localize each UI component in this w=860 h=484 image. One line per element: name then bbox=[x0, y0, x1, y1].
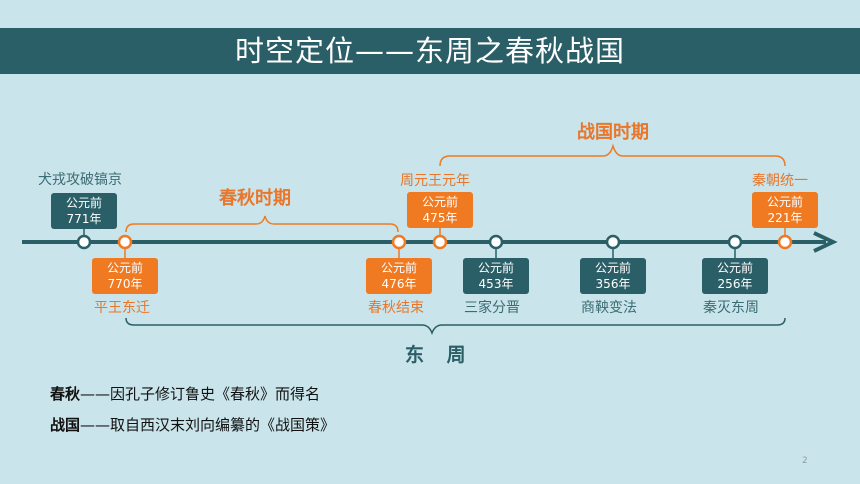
year-prefix: 公元前 bbox=[594, 261, 631, 275]
note-term: 战国 bbox=[50, 416, 81, 434]
year-value: 221年 bbox=[767, 211, 803, 225]
note-spring-autumn: 春秋——因孔子修订鲁史《春秋》而得名 bbox=[50, 383, 320, 404]
year-prefix: 公元前 bbox=[65, 196, 102, 210]
year-value: 771年 bbox=[66, 212, 102, 226]
node-356 bbox=[605, 234, 621, 250]
year-box-256: 公元前 256年 bbox=[702, 258, 768, 294]
event-label-770: 平王东迁 bbox=[94, 300, 150, 316]
year-prefix: 公元前 bbox=[766, 195, 803, 209]
year-value: 256年 bbox=[717, 277, 753, 291]
year-value: 476年 bbox=[381, 277, 417, 291]
event-label-221: 秦朝统一 bbox=[752, 173, 808, 189]
eastern-zhou-label: 东 周 bbox=[405, 344, 474, 366]
year-value: 770年 bbox=[107, 277, 143, 291]
year-box-453: 公元前 453年 bbox=[463, 258, 529, 294]
node-476 bbox=[391, 234, 407, 250]
event-label-256: 秦灭东周 bbox=[703, 300, 759, 316]
year-prefix: 公元前 bbox=[716, 261, 753, 275]
spring-autumn-bracket bbox=[125, 215, 399, 233]
year-prefix: 公元前 bbox=[477, 261, 514, 275]
event-label-475: 周元王元年 bbox=[400, 173, 470, 189]
event-label-771: 犬戎攻破镐京 bbox=[38, 172, 122, 188]
year-box-770: 公元前 770年 bbox=[92, 258, 158, 294]
note-text: ——取自西汉末刘向编纂的《战国策》 bbox=[80, 416, 336, 434]
year-value: 356年 bbox=[595, 277, 631, 291]
year-box-476: 公元前 476年 bbox=[366, 258, 432, 294]
title-bar bbox=[0, 28, 860, 74]
node-475 bbox=[432, 234, 448, 250]
slide-title: 时空定位——东周之春秋战国 bbox=[234, 34, 625, 68]
node-256 bbox=[727, 234, 743, 250]
eastern-zhou-bracket bbox=[125, 317, 786, 336]
event-label-356: 商鞅变法 bbox=[581, 300, 637, 316]
year-value: 453年 bbox=[478, 277, 514, 291]
year-value: 475年 bbox=[422, 211, 458, 225]
event-label-453: 三家分晋 bbox=[464, 300, 520, 316]
node-453 bbox=[488, 234, 504, 250]
spring-autumn-label: 春秋时期 bbox=[219, 188, 291, 209]
timeline-arrowhead bbox=[813, 231, 838, 253]
year-prefix: 公元前 bbox=[106, 261, 143, 275]
year-box-356: 公元前 356年 bbox=[580, 258, 646, 294]
node-770 bbox=[117, 234, 133, 250]
node-771 bbox=[76, 234, 92, 250]
year-prefix: 公元前 bbox=[421, 195, 458, 209]
note-warring-states: 战国——取自西汉末刘向编纂的《战国策》 bbox=[50, 414, 335, 435]
node-221 bbox=[777, 234, 793, 250]
page-number: 2 bbox=[802, 456, 808, 466]
event-label-476: 春秋结束 bbox=[368, 300, 424, 316]
year-box-475: 公元前 475年 bbox=[407, 192, 473, 228]
warring-states-bracket bbox=[439, 143, 786, 167]
note-term: 春秋 bbox=[50, 385, 81, 403]
year-box-221: 公元前 221年 bbox=[752, 192, 818, 228]
note-text: ——因孔子修订鲁史《春秋》而得名 bbox=[80, 385, 321, 403]
warring-states-label: 战国时期 bbox=[577, 122, 649, 143]
year-box-771: 公元前 771年 bbox=[51, 193, 117, 229]
year-prefix: 公元前 bbox=[380, 261, 417, 275]
